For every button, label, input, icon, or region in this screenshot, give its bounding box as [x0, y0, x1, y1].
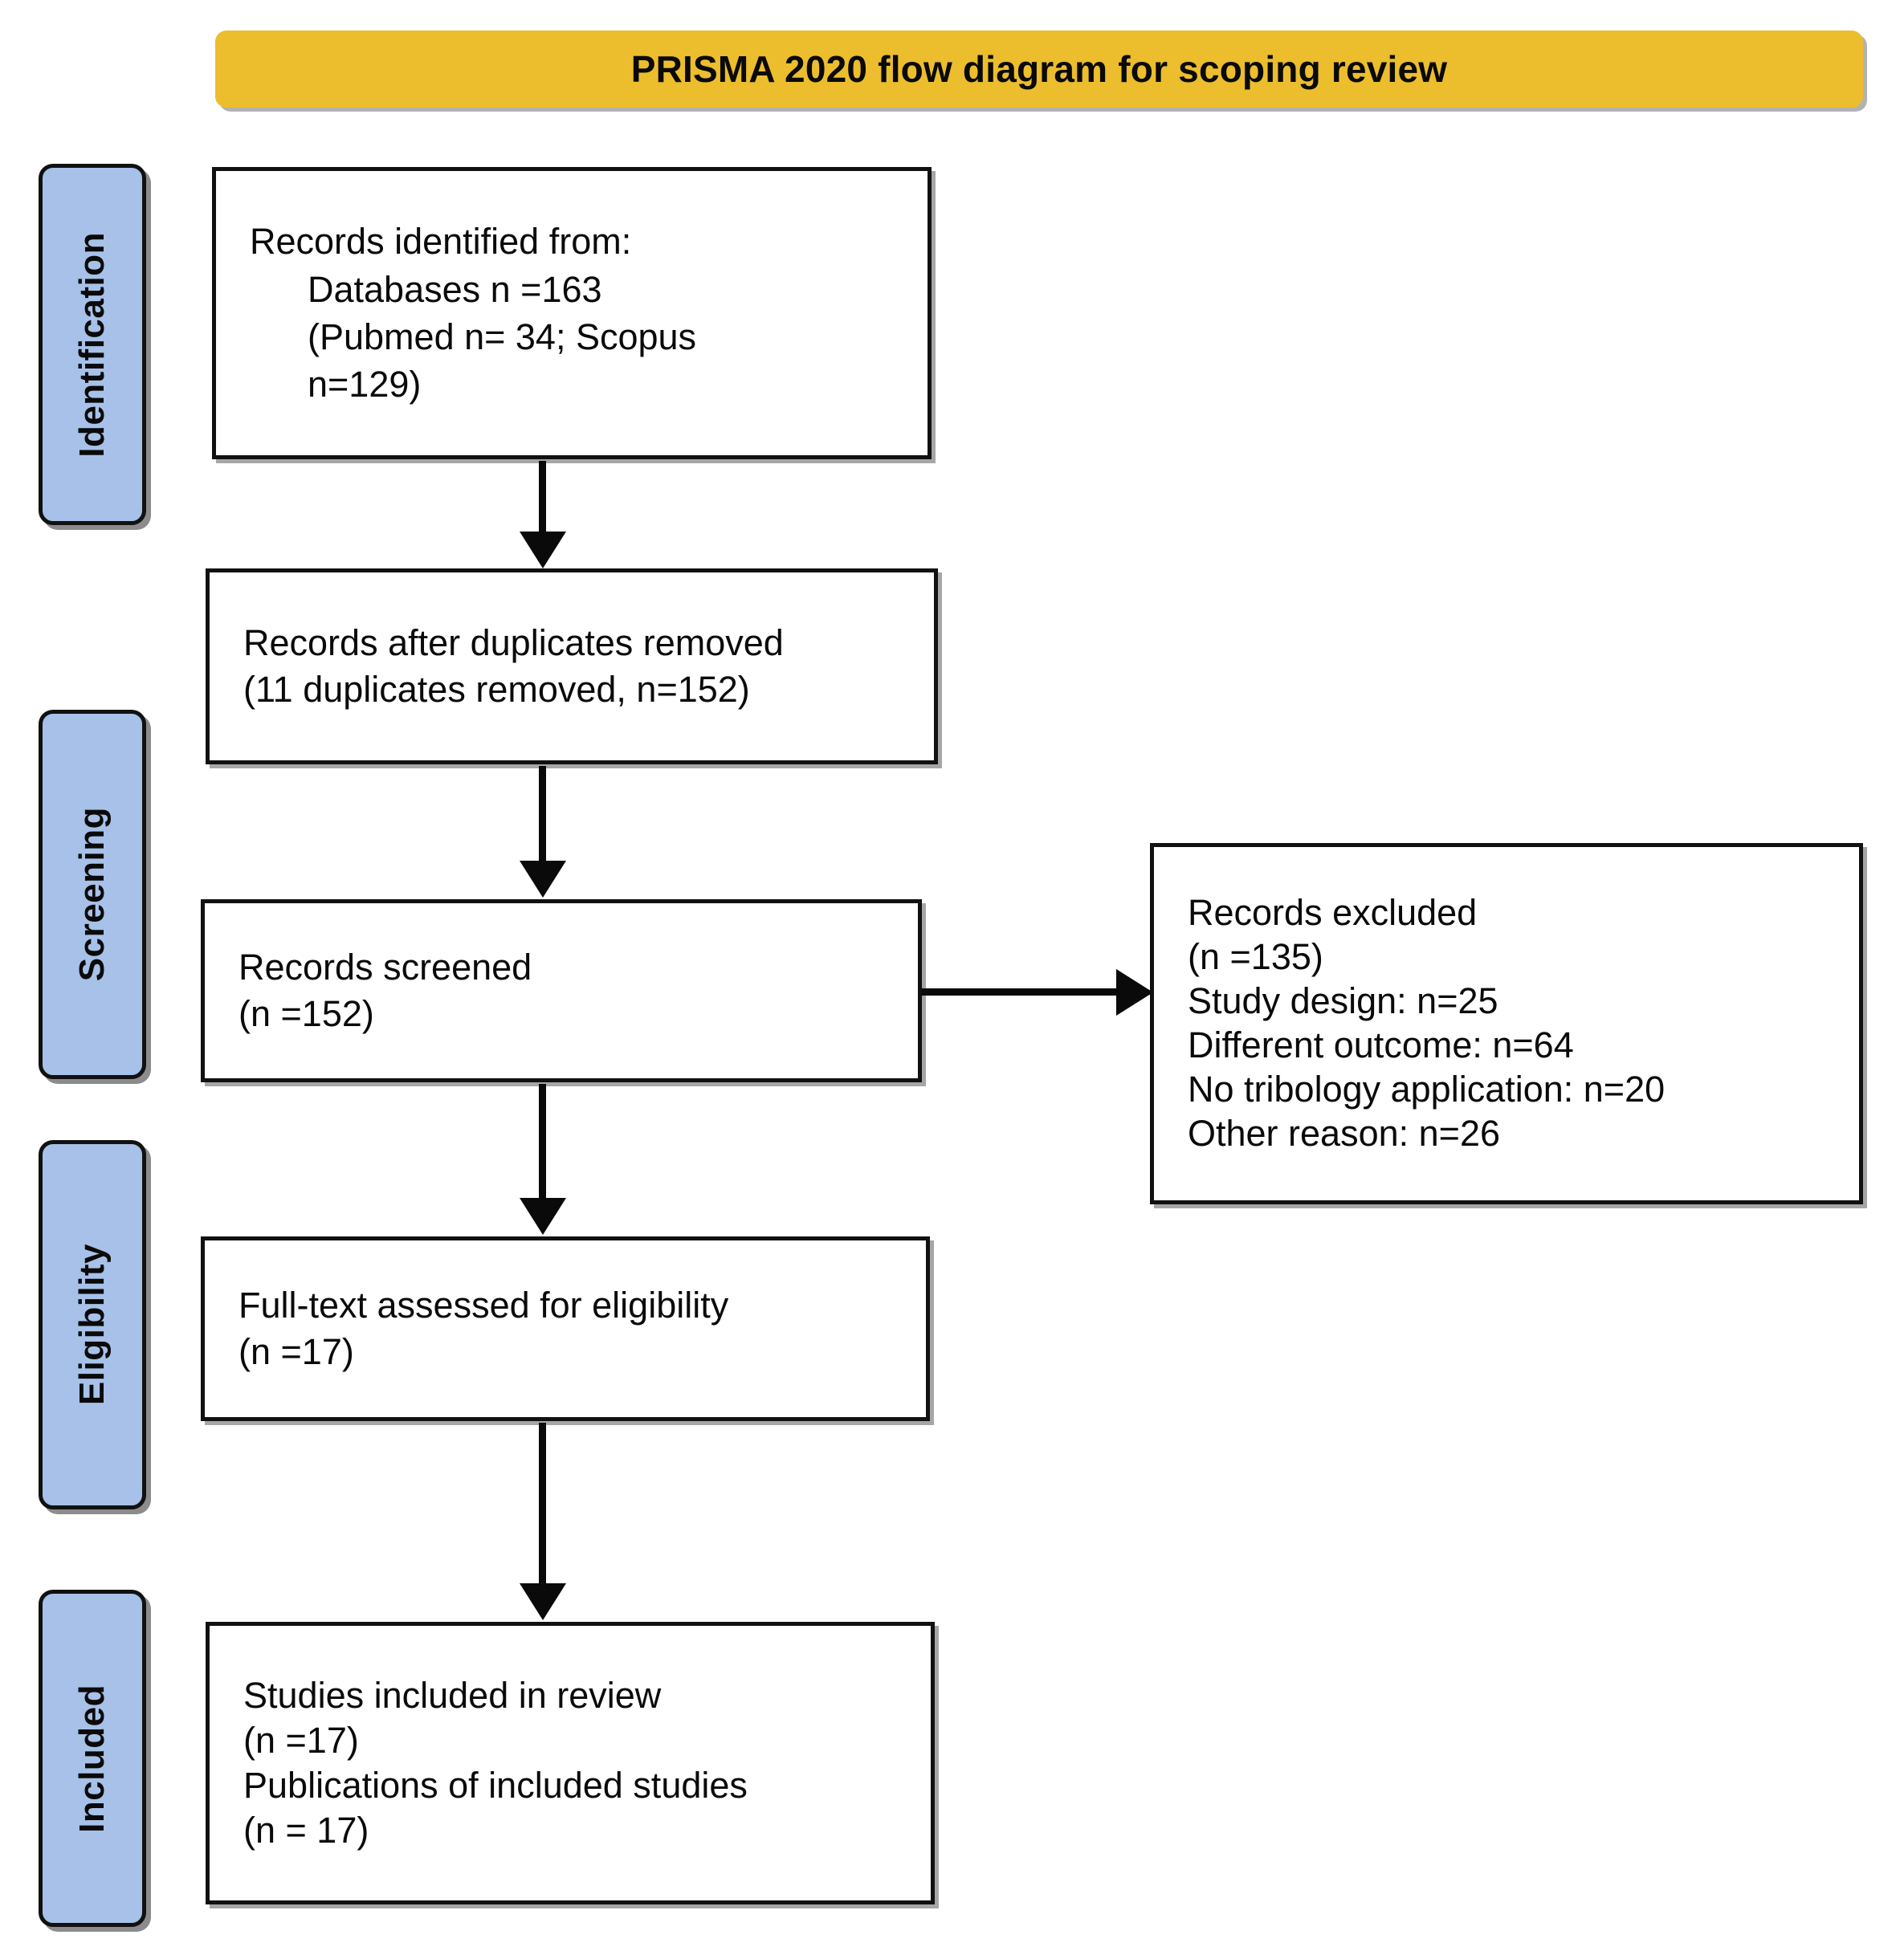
arrow-head	[520, 861, 566, 898]
arrow-down-icon	[518, 461, 566, 568]
flow-box-line: (n = 17)	[243, 1810, 369, 1851]
flow-box-line: Records excluded	[1188, 892, 1478, 934]
flow-box-line: Other reason: n=26	[1188, 1112, 1501, 1154]
flow-box-line: Different outcome: n=64	[1188, 1024, 1574, 1065]
flow-box-line: (11 duplicates removed, n=152)	[243, 669, 750, 710]
flow-box-records-after-duplicates: Records after duplicates removed (11 dup…	[206, 568, 938, 764]
flow-box-line: (n =17)	[243, 1719, 359, 1761]
arrow-shaft	[922, 988, 1121, 996]
stage-label-screening: Screening	[72, 807, 112, 982]
flow-box-line: Publications of included studies	[243, 1765, 748, 1806]
arrow-down-icon	[518, 766, 566, 899]
flow-box-records-identified: Records identified from: Databases n =16…	[212, 167, 932, 459]
diagram-title-banner: PRISMA 2020 flow diagram for scoping rev…	[215, 31, 1863, 108]
flow-box-line: Records identified from:	[250, 221, 632, 263]
stage-bar-included: Included	[39, 1590, 146, 1927]
arrow-right-icon	[922, 967, 1153, 1016]
flow-box-line: Databases n =163	[308, 268, 602, 310]
flow-box-line: Studies included in review	[243, 1674, 662, 1716]
stage-bar-screening: Screening	[39, 710, 146, 1079]
flow-box-fulltext-assessed: Full-text assessed for eligibility (n =1…	[201, 1236, 930, 1421]
flow-box-line: Records screened	[239, 946, 532, 988]
arrow-down-icon	[518, 1084, 566, 1236]
arrow-shaft	[539, 766, 546, 864]
arrow-shaft	[539, 1423, 546, 1587]
page-title: PRISMA 2020 flow diagram for scoping rev…	[630, 48, 1448, 90]
flow-box-line: (n =152)	[239, 993, 374, 1034]
flow-box-records-screened: Records screened (n =152)	[201, 899, 922, 1082]
stage-bar-identification: Identification	[39, 164, 146, 525]
flow-box-line: No tribology application: n=20	[1188, 1068, 1665, 1110]
arrow-head	[520, 1198, 566, 1235]
flow-box-line: Records after duplicates removed	[243, 621, 784, 663]
flow-box-line: Full-text assessed for eligibility	[239, 1284, 729, 1326]
flow-box-studies-included: Studies included in review (n =17) Publi…	[206, 1622, 935, 1904]
arrow-head	[520, 532, 566, 568]
arrow-shaft	[539, 1084, 546, 1201]
flow-box-line: (n =17)	[239, 1331, 354, 1372]
arrow-head	[520, 1583, 566, 1620]
stage-label-identification: Identification	[72, 231, 112, 458]
flow-box-line: (n =135)	[1188, 936, 1323, 978]
arrow-head	[1116, 969, 1153, 1016]
flow-box-line: (Pubmed n= 34; Scopus	[308, 316, 697, 357]
arrow-shaft	[539, 461, 546, 535]
stage-bar-eligibility: Eligibility	[39, 1140, 146, 1509]
flow-box-line: Study design: n=25	[1188, 980, 1498, 1022]
flow-box-line: n=129)	[308, 364, 422, 405]
flow-box-records-excluded: Records excluded (n =135) Study design: …	[1150, 843, 1863, 1204]
arrow-down-icon	[518, 1423, 566, 1622]
stage-label-eligibility: Eligibility	[72, 1244, 112, 1406]
stage-label-included: Included	[72, 1684, 112, 1833]
